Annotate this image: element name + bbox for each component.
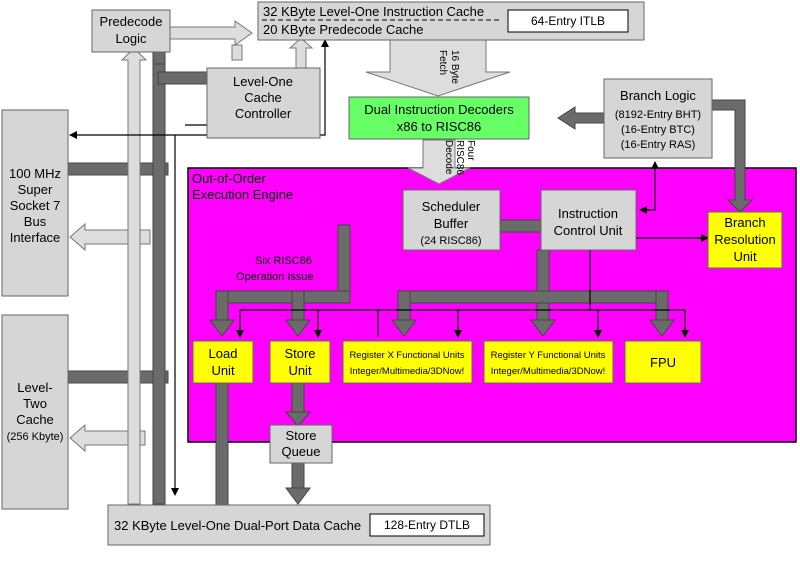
- l2-cache-line4: (256 Kbyte): [7, 431, 64, 443]
- instruction-cache-label: 32 KByte Level-One Instruction Cache: [263, 4, 484, 19]
- decode-label-line1: Four: [465, 140, 476, 161]
- ooo-engine-label: Out-of-Order Execution Engine: [192, 171, 293, 202]
- branch-logic-title: Branch Logic: [620, 88, 696, 103]
- issue-label-line1: Six RISC86: [255, 255, 312, 267]
- branch-logic-btc: (16-Entry BTC): [621, 124, 695, 136]
- decoders-line2: x86 to RISC86: [397, 119, 482, 134]
- dtlb-label: 128-Entry DTLB: [384, 518, 470, 532]
- icu-line1: Instruction: [558, 206, 618, 221]
- issue-label: Six RISC86 Operation Issue: [236, 255, 314, 283]
- register-x-line2: Integer/Multimedia/3DNow!: [350, 366, 465, 377]
- register-y-block: Register Y Functional Units Integer/Mult…: [483, 340, 614, 384]
- bus-interface-line4: Bus: [24, 214, 47, 229]
- thin-connectors: [69, 39, 709, 496]
- decode-label: Four RISC86 Decode: [443, 140, 476, 175]
- itlb-label: 64-Entry ITLB: [531, 14, 605, 28]
- bus-interface-line5: Interface: [10, 230, 61, 245]
- register-y-line1: Register Y Functional Units: [491, 350, 606, 361]
- fpu-label: FPU: [650, 355, 676, 370]
- store-queue-line2: Queue: [281, 444, 320, 459]
- store-queue-line1: Store: [285, 428, 316, 443]
- fpu-block: FPU: [624, 340, 702, 384]
- icu-block: Instruction Control Unit: [540, 189, 637, 251]
- store-unit-block: Store Unit: [269, 340, 331, 384]
- fetch-label: 16 Byte Fetch: [437, 50, 460, 84]
- branch-resolution-block: Branch Resolution Unit: [707, 211, 783, 269]
- predecode-logic-line2: Logic: [115, 31, 147, 46]
- bus-interface-line1: 100 MHz: [9, 166, 61, 181]
- decode-label-line3: Decode: [443, 140, 454, 175]
- register-y-line2: Integer/Multimedia/3DNow!: [491, 366, 606, 377]
- l2-cache-line1: Level-: [17, 380, 52, 395]
- ooo-engine-line2: Execution Engine: [192, 187, 293, 202]
- decode-label-line2: RISC86: [454, 140, 465, 175]
- data-cache-block: 32 KByte Level-One Dual-Port Data Cache …: [107, 504, 491, 546]
- l2-cache-line2: Two: [23, 396, 47, 411]
- bus-interface-line3: Socket 7: [10, 198, 61, 213]
- scheduler-line1: Scheduler: [422, 199, 481, 214]
- decoders-line1: Dual Instruction Decoders: [364, 102, 514, 117]
- dark-arrows: [209, 99, 754, 506]
- store-unit-line2: Unit: [288, 363, 312, 378]
- l2-cache-block: Level- Two Cache (256 Kbyte): [1, 314, 69, 510]
- icu-line2: Control Unit: [554, 223, 623, 238]
- branch-resolution-line3: Unit: [733, 249, 757, 264]
- branch-resolution-line1: Branch: [724, 215, 765, 230]
- bus-interface-block: 100 MHz Super Socket 7 Bus Interface: [1, 109, 69, 297]
- cache-controller-line1: Level-One: [233, 74, 293, 89]
- store-unit-line1: Store: [284, 346, 315, 361]
- l2-cache-line3: Cache: [16, 412, 54, 427]
- instruction-cache-block: 32 KByte Level-One Instruction Cache 20 …: [257, 1, 645, 41]
- light-arrows: [69, 20, 511, 505]
- bus-interface-line2: Super: [18, 182, 53, 197]
- branch-logic-block: Branch Logic (8192-Entry BHT) (16-Entry …: [603, 78, 713, 159]
- cache-controller-block: Level-One Cache Controller: [206, 67, 321, 139]
- branch-resolution-line2: Resolution: [714, 232, 775, 247]
- load-unit-block: Load Unit: [192, 340, 254, 384]
- register-x-line1: Register X Functional Units: [349, 350, 464, 361]
- cache-controller-line2: Cache: [244, 90, 282, 105]
- data-cache-label: 32 KByte Level-One Dual-Port Data Cache: [114, 518, 361, 533]
- issue-label-line2: Operation Issue: [236, 271, 314, 283]
- scheduler-line2: Buffer: [434, 216, 469, 231]
- predecode-logic-block: Predecode Logic: [91, 9, 171, 53]
- branch-logic-bht: (8192-Entry BHT): [615, 109, 701, 121]
- predecode-cache-label: 20 KByte Predecode Cache: [263, 22, 423, 37]
- ooo-engine-line1: Out-of-Order: [192, 171, 266, 186]
- branch-logic-ras: (16-Entry RAS): [621, 139, 696, 151]
- predecode-logic-line1: Predecode: [100, 14, 163, 29]
- bus-connectors: [67, 49, 209, 505]
- scheduler-line3: (24 RISC86): [420, 235, 481, 247]
- fetch-label-line1: 16 Byte: [449, 50, 460, 84]
- scheduler-block: Scheduler Buffer (24 RISC86): [402, 189, 501, 251]
- fetch-label-line2: Fetch: [437, 50, 448, 75]
- load-unit-line1: Load: [209, 346, 238, 361]
- decoders-block: Dual Instruction Decoders x86 to RISC86: [348, 96, 530, 140]
- load-unit-line2: Unit: [211, 363, 235, 378]
- cache-controller-line3: Controller: [235, 106, 292, 121]
- register-x-block: Register X Functional Units Integer/Mult…: [342, 340, 473, 384]
- store-queue-block: Store Queue: [269, 424, 333, 464]
